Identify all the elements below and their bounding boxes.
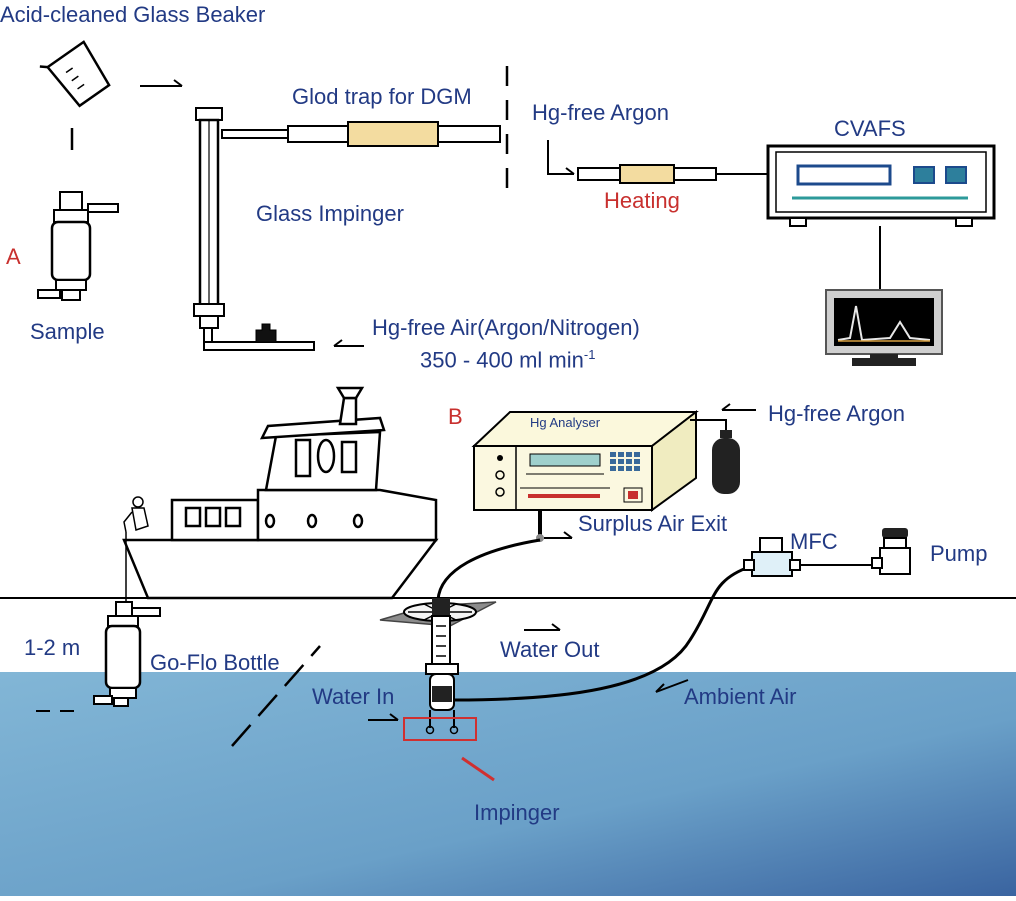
arrow-icon [140,79,183,87]
mfc-label: MFC [790,529,838,554]
argon-label-b: Hg-free Argon [768,401,905,426]
air-label: Hg-free Air(Argon/Nitrogen) [372,315,640,340]
hg-analyser-icon [471,409,699,512]
goflo-bottle-icon [93,601,161,707]
ambient-label: Ambient Air [684,684,797,709]
panel-a-marker: A [6,244,21,269]
impinger-b-label: Impinger [474,800,560,825]
panel-b-marker: B [448,404,463,429]
water-out-label: Water Out [500,637,600,662]
impinger-tube-icon [403,598,477,741]
argon-cylinder-icon [690,419,740,494]
water-body [0,672,1016,896]
monitor-icon [825,289,943,366]
argon-label-a: Hg-free Argon [532,100,669,125]
ambient-hose-line [453,564,753,702]
cvafs-label: CVAFS [834,116,906,141]
water-in-label: Water In [312,684,395,709]
surplus-exit-line [436,510,573,601]
arrow-icon [655,679,689,693]
gold-trap-label: Glod trap for DGM [292,84,472,109]
heating-label: Heating [604,188,680,213]
mfc-icon [743,537,801,577]
cvafs-instrument-icon [766,144,996,227]
analyser-label: Hg Analyser [530,415,601,430]
pump-icon [871,528,911,575]
arrow-icon [524,623,561,631]
arrow-icon [368,713,399,721]
beaker-label: Acid-cleaned Glass Beaker [0,2,266,27]
boat-icon [122,386,439,600]
argon-line [547,140,575,175]
pointer-arrow-icon [461,756,495,782]
arrow-icon [333,339,364,347]
glass-beaker-icon [39,40,111,108]
glass-impinger-icon [193,107,315,351]
divider-diagonal-line [231,645,321,747]
sample-bottle-icon [37,191,119,301]
person-icon [123,496,149,602]
goflo-label: Go-Flo Bottle [150,650,280,675]
gold-trap-icon [287,121,501,147]
flow-value: 350 - 400 ml min [420,347,584,373]
surplus-label: Surplus Air Exit [578,511,728,536]
pump-label: Pump [930,541,988,566]
sample-label: Sample [30,319,105,344]
depth-label: 1-2 m [24,635,81,660]
impinger-label: Glass Impinger [256,201,404,226]
flow-exponent: -1 [583,347,596,362]
heating-trap-icon [577,164,717,184]
flow-label: 350 - 400 ml min-1 [420,348,595,371]
arrow-icon [721,403,756,411]
